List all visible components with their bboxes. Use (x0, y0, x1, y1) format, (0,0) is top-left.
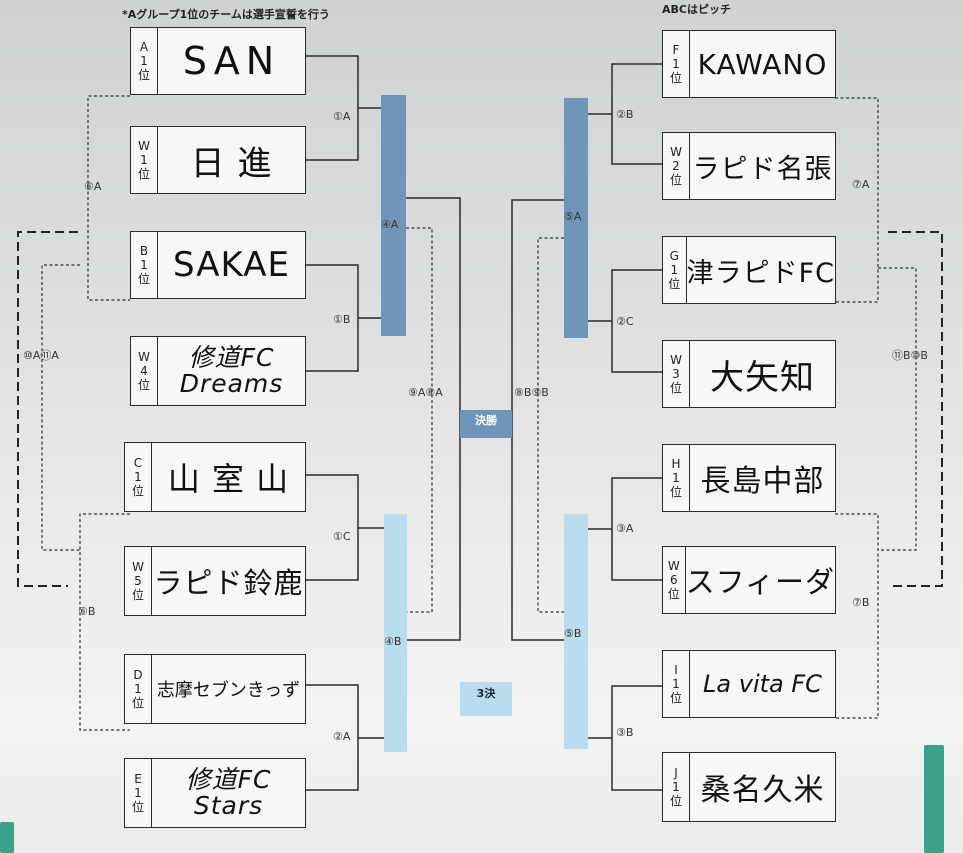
match-label-7a: ⑦A (852, 178, 870, 191)
team-name: 桑名久米 (700, 773, 825, 808)
match-label-4a: ④A (381, 218, 399, 231)
tape-tab-right (924, 745, 944, 853)
match-label-3b: ③B (616, 726, 634, 739)
final-match: 決勝 (460, 410, 512, 438)
team-name: スフィーダ (685, 565, 835, 599)
team-name: SAN (182, 39, 281, 83)
team-name: 長島中部 (700, 464, 825, 499)
match-label-11b-10b: ⑪B⑩B (892, 349, 928, 362)
match-label-10a-11a: ⑩A⑪A (23, 349, 59, 362)
match-label-1b: ①B (333, 313, 351, 326)
match-label-8b-9b: ⑧B⑨B (514, 386, 549, 399)
note-pitch: ABCはピッチ (662, 3, 731, 16)
team-name: ラピド鈴鹿 (153, 566, 304, 600)
tape-tab-left (0, 822, 14, 853)
match-label-1c: ①C (333, 530, 351, 543)
match-label-5a: ⑤A (564, 210, 582, 223)
match-label-3a: ③A (616, 522, 634, 535)
match-label-4b: ④B (384, 635, 402, 648)
match-label-2a: ②A (333, 730, 351, 743)
match-label-2b: ②B (616, 108, 634, 121)
match-label-7b: ⑦B (852, 596, 870, 609)
semifinal-bar-left-lower (384, 514, 407, 752)
team-name: SAKAE (173, 245, 290, 285)
team-name: 津ラピドFC (686, 257, 835, 289)
semifinal-bar-right-lower (564, 514, 588, 749)
team-name: 志摩セブンきっず (156, 680, 301, 701)
note-player-oath: *Aグループ1位のチームは選手宣誓を行う (122, 8, 330, 21)
team-name: 日 進 (190, 143, 273, 184)
match-label-1a: ①A (333, 110, 351, 123)
match-label-2c: ②C (616, 315, 634, 328)
match-label-6a: ⑥A (84, 180, 102, 193)
semifinal-bar-right-upper (564, 98, 588, 338)
match-label-6b: ⑥B (78, 605, 96, 618)
team-name: KAWANO (697, 47, 828, 81)
team-name: La vita FC (703, 670, 822, 698)
match-label-5b: ⑤B (564, 627, 582, 640)
team-name: 山 室 山 (167, 460, 290, 498)
third-place-match: 3決 (460, 682, 512, 716)
semifinal-bar-left-upper (381, 95, 406, 336)
match-label-9a-8a: ⑨A⑧A (408, 386, 443, 399)
team-name: 大矢知 (710, 357, 815, 398)
team-name: ラピド名張 (692, 153, 833, 185)
